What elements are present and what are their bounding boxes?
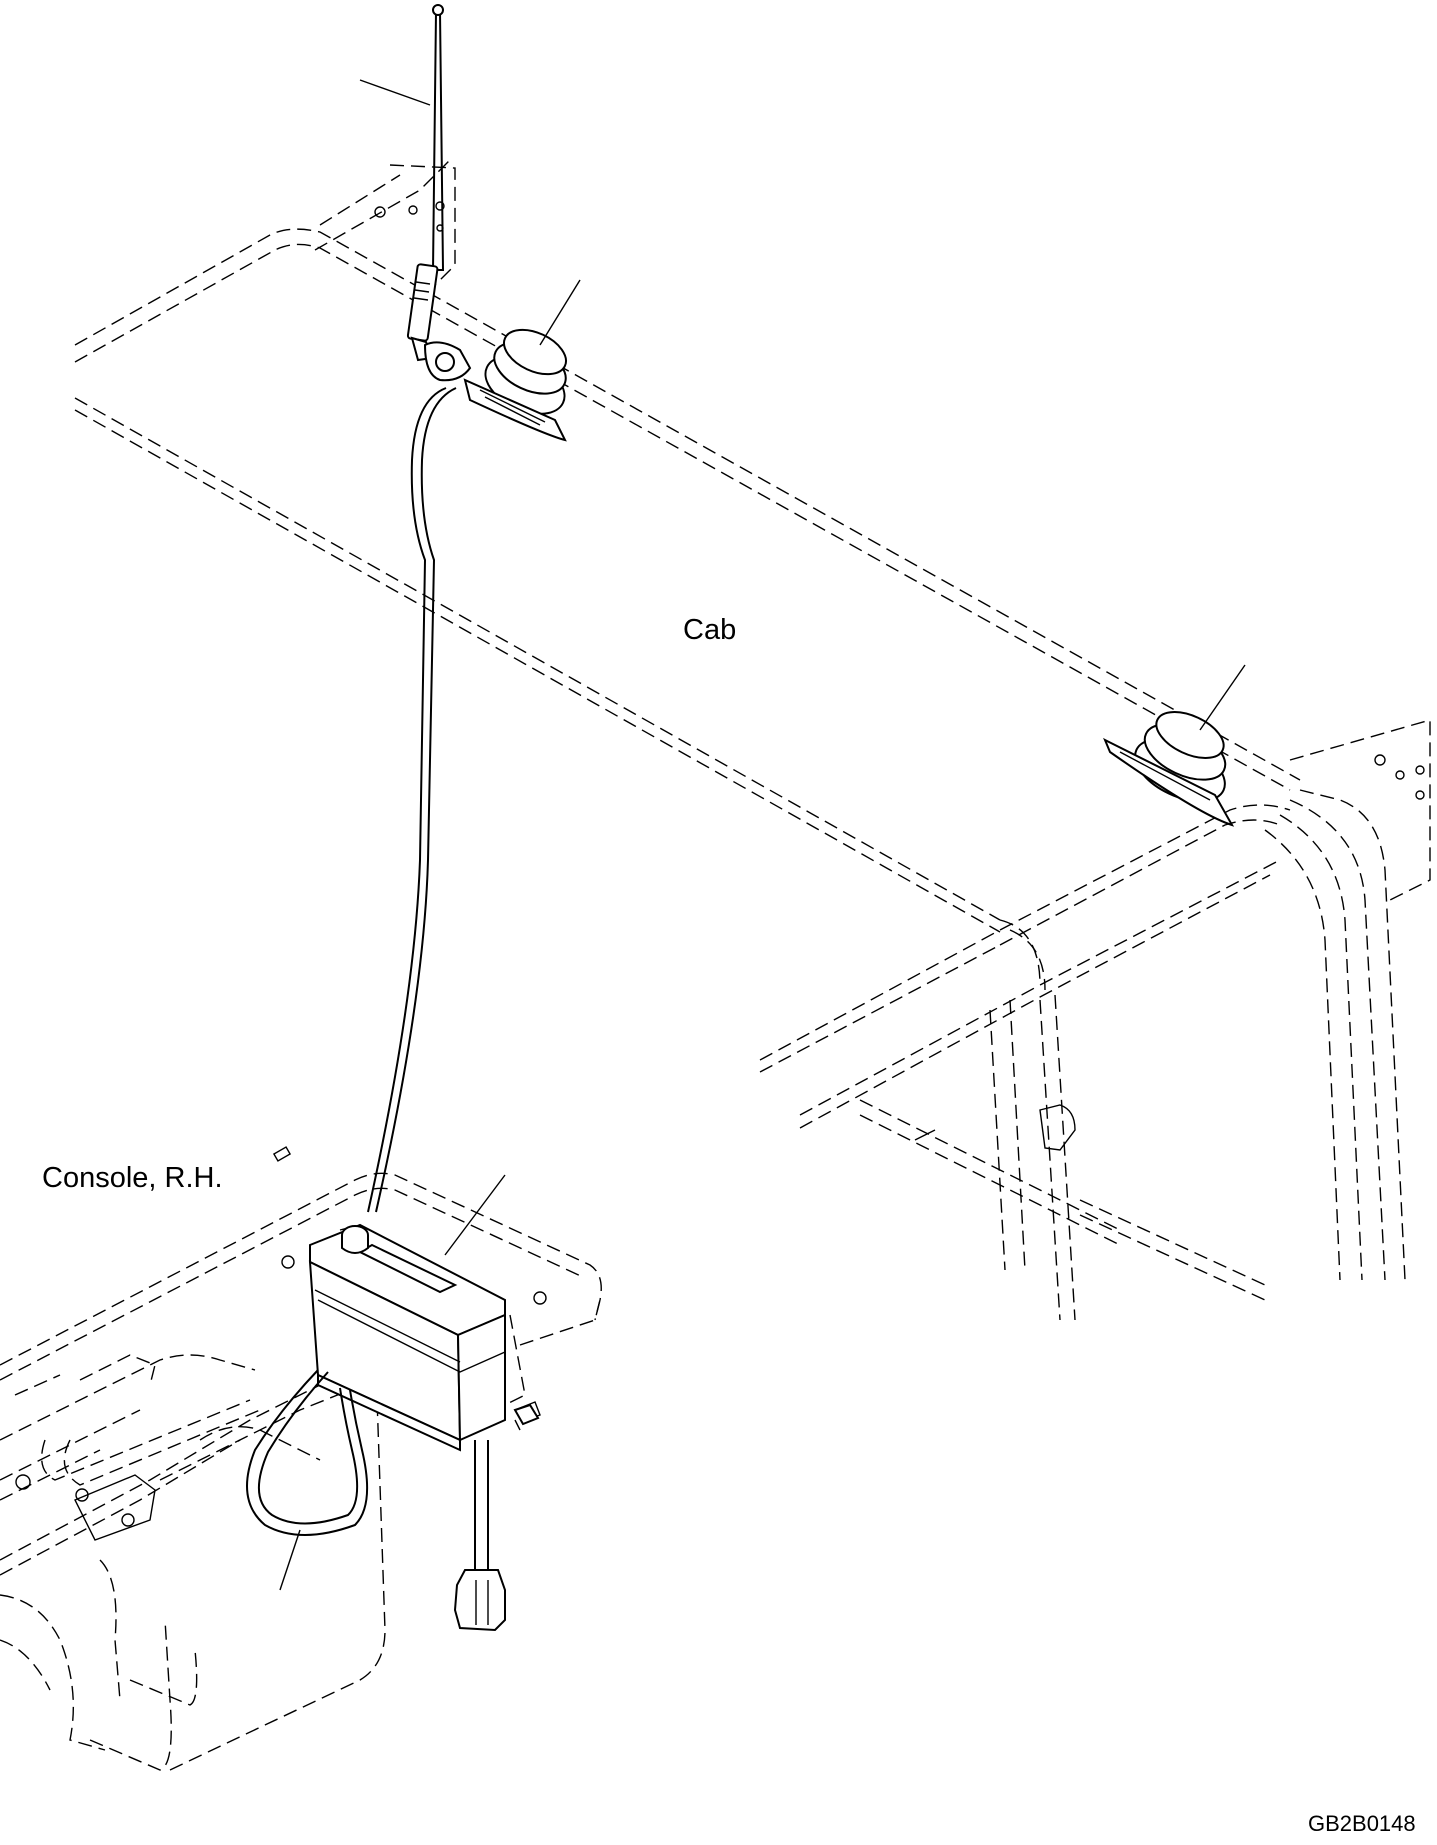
- antenna-cable: [367, 387, 447, 1213]
- console-rh-outline: [0, 1146, 602, 1771]
- antenna: [406, 4, 472, 382]
- leader-line-radio: [444, 1174, 506, 1256]
- leader-line-cable: [279, 1529, 301, 1591]
- speaker-left: [463, 328, 567, 442]
- mounting-bolt: [513, 1403, 540, 1431]
- radio-unit: [308, 1223, 506, 1452]
- leader-line-speaker-right: [1199, 664, 1246, 731]
- radio-cable-loop: [246, 1369, 369, 1536]
- speaker-right: [1103, 711, 1235, 827]
- leader-line-speaker-left: [539, 279, 581, 346]
- label-console-rh: Console, R.H.: [42, 1162, 223, 1194]
- radio-power-cable: [453, 1440, 506, 1632]
- drawing-code: GB2B0148: [1308, 1811, 1416, 1836]
- cab-roof-outline: [74, 159, 1301, 991]
- leader-line-antenna: [359, 79, 431, 106]
- label-cab: Cab: [683, 614, 737, 646]
- cab-frame-right: [759, 719, 1431, 1321]
